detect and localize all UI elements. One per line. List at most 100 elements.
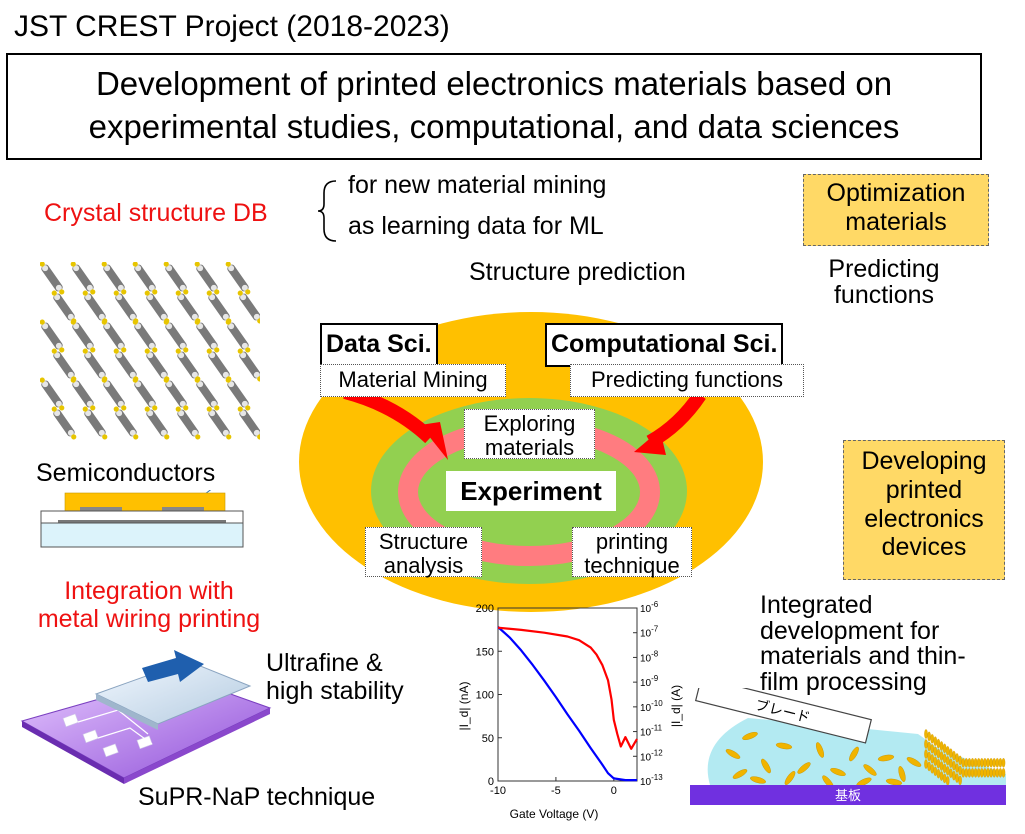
integrated-line3: materials and thin- [760,642,966,670]
molecule-ellipse [863,764,877,776]
y-tick-label: 50 [482,733,494,745]
fringe-molecule [958,765,962,776]
molecule-ellipse [784,771,796,785]
molecule-ellipse [742,732,758,740]
fringe-molecule [955,773,959,783]
fringe-molecule [936,768,941,779]
fringe-molecule [998,758,1003,768]
structure-prediction-label: Structure prediction [469,258,686,286]
suprnap-technique-label: SuPR-NaP technique [138,783,376,811]
fringe-molecule [976,758,981,768]
molecule-ellipse [750,776,766,784]
printing-line1: printing [595,529,669,554]
series-line-linear [497,626,637,782]
integrated-development-label: Integrated development for materials and… [760,591,966,696]
db-use-mining: for new material mining [348,171,607,199]
structure-line2: analysis [383,553,464,579]
molecule-ellipse [761,758,771,774]
project-title: JST CREST Project (2018-2023) [14,10,450,43]
fringe-molecule [955,763,959,773]
chart-y-axis-label: |I_d| (nA) [457,682,471,731]
y-tick-label: 200 [476,603,494,615]
crystal-structure-db-label: Crystal structure DB [44,199,268,227]
fringe-molecule [952,770,956,781]
fringe-molecule [924,749,928,759]
fringe-molecule [970,768,975,778]
integrated-line4: film processing [760,667,927,696]
db-use-ml: as learning data for ML [348,212,604,240]
structure-analysis-box: Structure analysis [365,527,482,579]
chart-series [497,626,638,782]
fringe-molecule [949,748,953,758]
y-right-tick-label: 10-13 [640,773,663,788]
semiconductors-label: Semiconductors [36,459,216,487]
molecule-ellipse [898,766,906,782]
x-tick-label: -10 [490,785,506,797]
chart-x-axis-label: Gate Voltage (V) [510,807,599,821]
printing-technique-box: printing technique [572,527,692,578]
fringe-molecule [933,736,938,746]
fringe-molecule [927,741,931,752]
fringe-molecule [986,758,990,768]
exploring-materials-box: Exploring materials [464,409,595,460]
y-right-tick-label: 10-6 [640,600,659,615]
chart-frame [497,607,638,782]
fringe-molecule [973,758,978,768]
molecule-ellipse [849,746,859,762]
fringe-molecule [961,758,965,768]
y-tick-label: 0 [488,776,494,788]
optimization-line1: Optimization [826,179,966,207]
main-title-box: Development of printed electronics mater… [6,53,982,160]
predicting-line1: Predicting [828,255,940,283]
substrate-label: 基板 [835,789,861,804]
predicting-line2: functions [833,281,935,310]
fringe-molecule [939,761,944,771]
ultrafine-line2: high stability [266,676,404,705]
molecule-ellipse [885,778,903,786]
fringe-molecule [986,768,990,778]
fringe-molecule [961,768,965,778]
fringe-molecule [1001,768,1006,778]
fringe-molecule [992,758,996,768]
developing-line1: Developing [861,447,987,475]
suprnap-illustration [20,650,272,784]
y-right-tick-label: 10-9 [640,674,659,689]
y-right-tick-label: 10-8 [640,649,659,664]
ultrafine-label: Ultrafine & high stability [266,649,404,705]
main-title-line1: Development of printed electronics mater… [95,65,893,102]
fringe-molecule [927,761,931,772]
integration-line1: Integration with [64,577,234,605]
y-right-tick-label: 10-7 [640,625,659,640]
fringe-molecule [936,748,941,759]
molecule-fringe [924,729,1006,786]
fringe-molecule [930,754,934,764]
developing-line2: printed [885,475,963,504]
molecule-ellipse [775,742,793,750]
chart-y-right-axis-label: |I_d| (A) [669,685,683,727]
fringe-molecule [924,759,928,769]
data-sci-arrow-head [420,422,448,460]
molecule-ellipse [725,749,741,759]
y-right-tick-label: 10-10 [640,699,663,714]
optimization-materials-box: Optimization materials [803,174,989,246]
fringe-molecule [945,756,950,766]
molecule-ellipses [725,732,922,789]
main-title-line2: experimental studies, computational, and… [88,107,900,145]
fringe-molecule [933,756,938,766]
material-mining-box: Material Mining [320,364,506,397]
developing-devices-box: Developing printed electronics devices [843,440,1005,580]
y-tick-label: 150 [476,646,494,658]
integrated-line1: Integrated [760,591,873,619]
molecule-ellipse [906,757,922,767]
exploring-line1: Exploring [483,411,576,436]
curly-brace [317,180,337,242]
fringe-molecule [952,750,956,761]
series-line-log [497,626,638,750]
fringe-molecule [936,738,941,749]
fringe-molecule [989,768,993,778]
fringe-molecule [955,753,959,763]
fringe-molecule [930,744,934,754]
blade-coating-illustration: ブレード 基板 [690,688,1006,805]
y-right-tick-label: 10-12 [640,748,663,763]
